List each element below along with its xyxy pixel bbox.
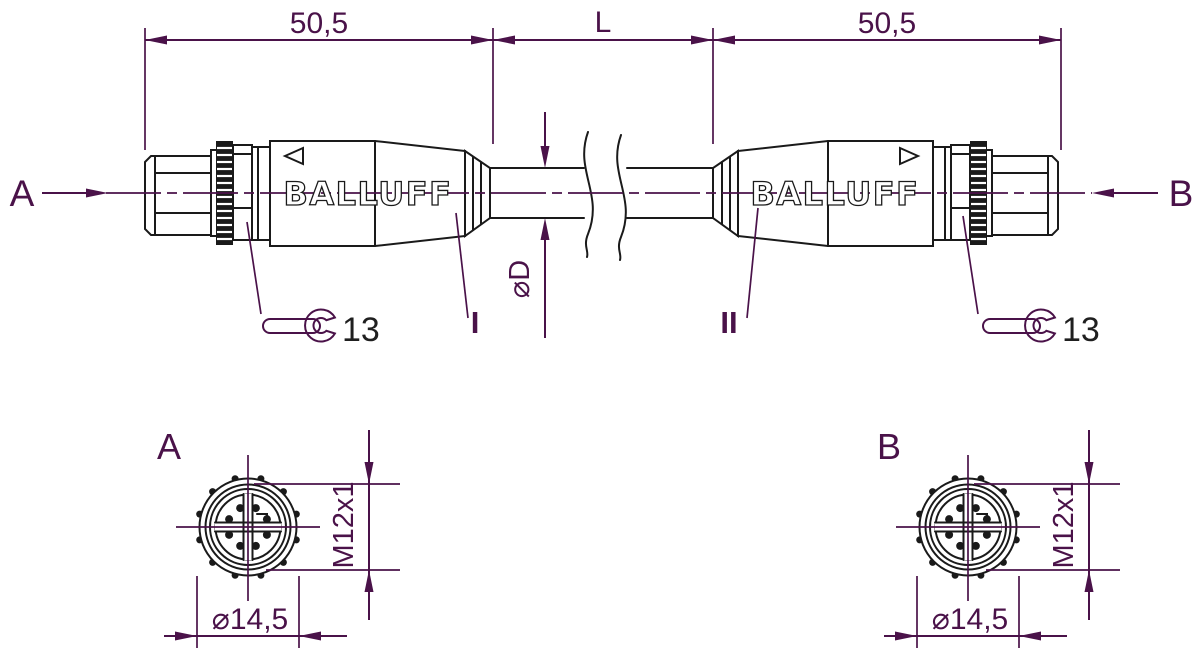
- end-view-a-thread-label: M12x1: [328, 481, 360, 568]
- wrench-size-right-label: 13: [1062, 311, 1100, 349]
- end-view-b-diameter-label: ⌀14,5: [932, 603, 1008, 636]
- wrench-callout-left: 13: [246, 221, 380, 349]
- end-view-b: B M12x1 ⌀14,5: [877, 426, 1121, 649]
- arrow-right-icon: [86, 188, 108, 198]
- brand-logo-right: BALLUFF: [751, 175, 920, 213]
- section-label-right: II: [720, 207, 759, 340]
- pointer-a: A: [10, 173, 108, 214]
- end-view-b-label: B: [877, 426, 901, 467]
- cable: [489, 131, 714, 261]
- dim-label-left-length: 50,5: [290, 7, 348, 40]
- end-view-a-label: A: [157, 426, 181, 467]
- pointer-b: B: [1092, 173, 1193, 214]
- end-view-a: A M12x1 ⌀14,5: [157, 426, 401, 649]
- pointer-a-label: A: [10, 173, 35, 214]
- dim-label-cable-length: L: [595, 6, 612, 39]
- top-dimensions: 50,5 L 50,5: [144, 6, 1062, 150]
- dim-label-cable-diameter: ⌀D: [504, 260, 536, 298]
- wrench-callout-right: 13: [962, 215, 1100, 349]
- pointer-b-label: B: [1169, 173, 1194, 214]
- wrench-size-left-label: 13: [342, 311, 380, 349]
- cable-break-icon: [583, 131, 627, 261]
- brand-logo-left: BALLUFF: [284, 175, 453, 213]
- section-ii-label: II: [720, 305, 737, 340]
- wrench-icon: [982, 308, 1056, 343]
- end-view-a-diameter-label: ⌀14,5: [212, 603, 288, 636]
- wrench-icon: [262, 308, 336, 343]
- cable-diameter-dimension: ⌀D: [504, 112, 550, 338]
- section-label-left: I: [455, 212, 480, 340]
- arrow-left-icon: [1092, 188, 1114, 198]
- section-i-label: I: [471, 305, 480, 340]
- dim-label-right-length: 50,5: [858, 7, 916, 40]
- end-view-b-thread-label: M12x1: [1048, 481, 1080, 568]
